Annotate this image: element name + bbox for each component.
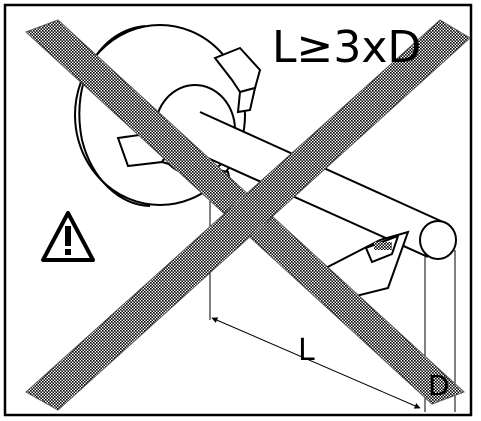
- prohibited-cross: [25, 19, 471, 411]
- warning-triangle-icon: [41, 211, 95, 262]
- diameter-label: D: [428, 369, 450, 402]
- lathe-chuck: [74, 24, 262, 207]
- rule-label: L≥3xD: [272, 22, 421, 73]
- length-label: L: [298, 333, 315, 368]
- frame-border: [3, 3, 473, 417]
